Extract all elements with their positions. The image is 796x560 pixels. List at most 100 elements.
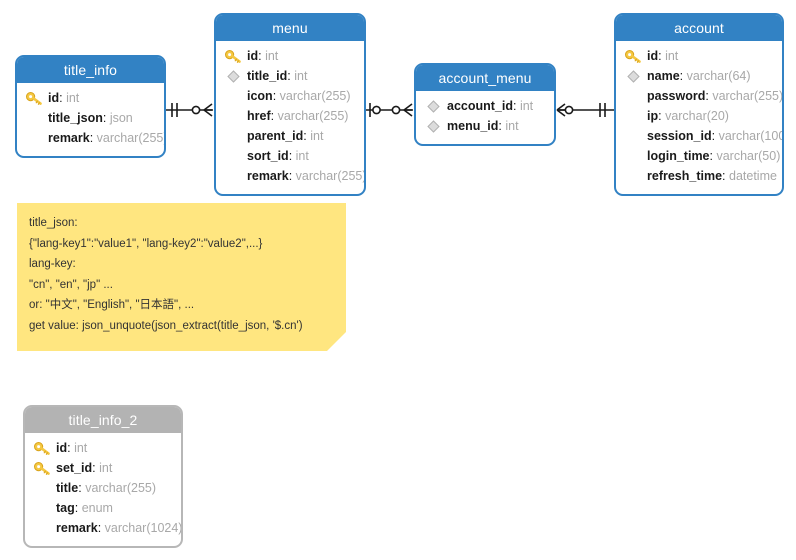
attribute-colon: : [74, 501, 82, 515]
entity-title_info[interactable]: title_info id: int title_json: json [15, 55, 166, 158]
entity-title_info_2[interactable]: title_info_2 id: int [23, 405, 183, 548]
attribute-name: account_id [447, 99, 513, 113]
attribute-account-name[interactable]: name: varchar(64) [616, 66, 782, 86]
entity-menu-header: menu [216, 15, 364, 41]
attribute-colon: : [722, 169, 729, 183]
attribute-name: menu_id [447, 119, 499, 133]
attribute-colon: : [709, 149, 717, 163]
attribute-type: enum [81, 501, 113, 515]
attribute-colon: : [513, 99, 520, 113]
attribute-name: name [647, 69, 680, 83]
attribute-title_info_2-remark[interactable]: remark: varchar(1024) [25, 518, 181, 538]
entity-account_menu[interactable]: account_menu account_id: int menu_id: in… [414, 63, 556, 146]
attribute-title_info-remark[interactable]: remark: varchar(255) [17, 128, 164, 148]
attribute-name: remark [247, 169, 289, 183]
note-fold-corner-icon [327, 332, 346, 351]
note-line: {"lang-key1":"value1", "lang-key2":"valu… [29, 237, 263, 250]
foreign-key-diamond-icon [424, 116, 442, 136]
attribute-title_info-title_json[interactable]: title_json: json [17, 108, 164, 128]
attribute-name: password [647, 89, 706, 103]
attribute-account-session_id[interactable]: session_id: varchar(100) [616, 126, 782, 146]
attribute-account_menu-account_id[interactable]: account_id: int [416, 96, 554, 116]
foreign-key-diamond-icon [424, 96, 442, 116]
note-title_json[interactable]: title_json: {"lang-key1":"value1", "lang… [17, 203, 346, 351]
attribute-menu-href[interactable]: href: varchar(255) [216, 106, 364, 126]
entity-account-attributes: id: int name: varchar(64) password: varc… [616, 41, 782, 194]
attribute-type: int [310, 129, 324, 143]
entity-account-header: account [616, 15, 782, 41]
attribute-type: int [66, 91, 80, 105]
attribute-type: datetime [729, 169, 777, 183]
attribute-type: int [294, 69, 308, 83]
relationship-menu-account_menu[interactable] [366, 103, 413, 117]
attribute-colon: : [78, 481, 86, 495]
attribute-type: varchar(100) [718, 129, 784, 143]
attribute-account-id[interactable]: id: int [616, 46, 782, 66]
attribute-type: varchar(50) [716, 149, 781, 163]
attribute-type: varchar(255) [96, 131, 166, 145]
attribute-colon: : [303, 129, 311, 143]
attribute-menu-sort_id[interactable]: sort_id: int [216, 146, 364, 166]
attribute-name: remark [48, 131, 90, 145]
attribute-type: varchar(20) [665, 109, 729, 123]
note-line: or: "中文", "English", "日本語", ... [29, 299, 195, 311]
attribute-title_info_2-title[interactable]: title: varchar(255) [25, 478, 181, 498]
attribute-menu-id[interactable]: id: int [216, 46, 364, 66]
attribute-name: id [647, 49, 659, 63]
attribute-name: id [56, 441, 68, 455]
attribute-type: varchar(255) [279, 89, 351, 103]
attribute-colon: : [711, 129, 719, 143]
foreign-key-diamond-icon [624, 66, 642, 86]
attribute-colon: : [288, 169, 296, 183]
attribute-type: varchar(255) [85, 481, 157, 495]
attribute-title_info_2-id[interactable]: id: int [25, 438, 181, 458]
primary-key-icon [224, 46, 242, 66]
attribute-account_menu-menu_id[interactable]: menu_id: int [416, 116, 554, 136]
note-line: get value: json_unquote(json_extract(tit… [29, 319, 303, 332]
entity-title_info_2-header: title_info_2 [25, 407, 181, 433]
attribute-menu-parent_id[interactable]: parent_id: int [216, 126, 364, 146]
attribute-type: int [505, 119, 519, 133]
attribute-account-ip[interactable]: ip: varchar(20) [616, 106, 782, 126]
attribute-name: parent_id [247, 129, 304, 143]
attribute-type: int [265, 49, 279, 63]
attribute-account-refresh_time[interactable]: refresh_time: datetime [616, 166, 782, 186]
attribute-name: href [247, 109, 271, 123]
attribute-account-password[interactable]: password: varchar(255) [616, 86, 782, 106]
attribute-menu-remark[interactable]: remark: varchar(255) [216, 166, 364, 186]
entity-menu[interactable]: menu id: int [214, 13, 366, 196]
attribute-title_info_2-tag[interactable]: tag: enum [25, 498, 181, 518]
attribute-account-login_time[interactable]: login_time: varchar(50) [616, 146, 782, 166]
attribute-colon: : [59, 91, 67, 105]
attribute-colon: : [498, 119, 506, 133]
attribute-colon: : [258, 49, 266, 63]
attribute-type: varchar(255) [712, 89, 784, 103]
attribute-name: title_id [247, 69, 288, 83]
attribute-title_info-id[interactable]: id: int [17, 88, 164, 108]
attribute-colon: : [288, 149, 296, 163]
attribute-name: id [48, 91, 60, 105]
attribute-colon: : [705, 89, 713, 103]
attribute-colon: : [97, 521, 105, 535]
attribute-title_info_2-set_id[interactable]: set_id: int [25, 458, 181, 478]
attribute-menu-title_id[interactable]: title_id: int [216, 66, 364, 86]
primary-key-icon [624, 46, 642, 66]
attribute-colon: : [89, 131, 97, 145]
attribute-type: int [99, 461, 113, 475]
attribute-colon: : [272, 89, 280, 103]
primary-key-icon [25, 88, 43, 108]
entity-account[interactable]: account id: int [614, 13, 784, 196]
attribute-colon: : [658, 49, 666, 63]
attribute-menu-icon[interactable]: icon: varchar(255) [216, 86, 364, 106]
attribute-colon: : [658, 109, 666, 123]
relationship-title_info-menu[interactable] [166, 103, 213, 117]
attribute-colon: : [679, 69, 687, 83]
attribute-type: varchar(255) [295, 169, 366, 183]
entity-title_info_2-attributes: id: int set_id: int title: varchar(255) [25, 433, 181, 546]
attribute-colon: : [102, 111, 110, 125]
attribute-name: icon [247, 89, 273, 103]
relationship-account_menu-account[interactable] [556, 103, 614, 117]
note-line: "cn", "en", "jp" ... [29, 278, 113, 291]
attribute-type: int [665, 49, 679, 63]
